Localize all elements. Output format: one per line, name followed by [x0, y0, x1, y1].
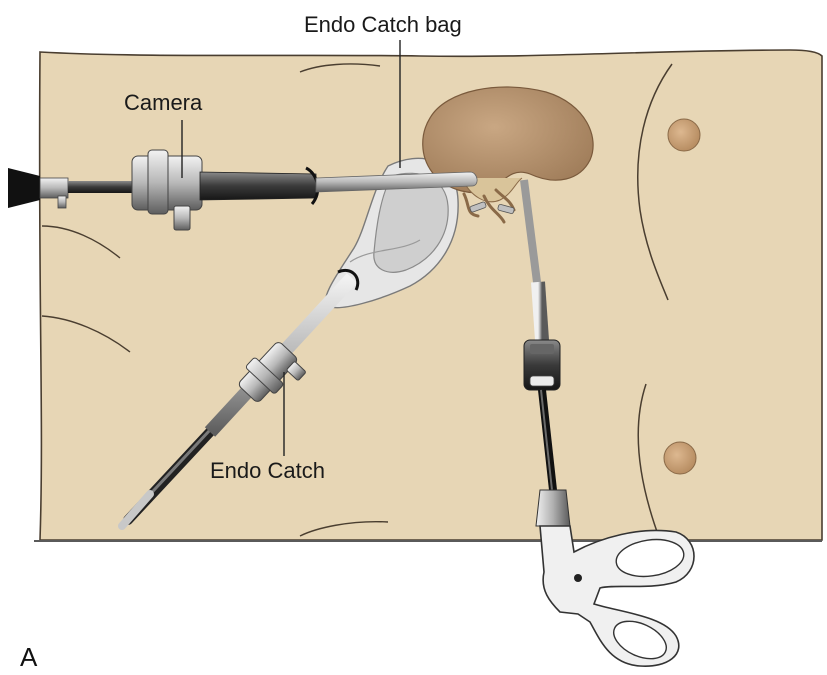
clip-1	[469, 201, 487, 213]
camera-eyepiece-neck	[39, 177, 69, 199]
camera-light-post	[57, 195, 67, 209]
clip-2	[497, 204, 515, 214]
camera-trocar-stopcock	[173, 205, 191, 231]
camera-laparoscope	[8, 149, 478, 231]
camera-scope-inner	[315, 171, 478, 193]
grasper-shaft-highlight	[540, 389, 553, 491]
chest-contour-lower	[637, 383, 661, 541]
bag-rim	[349, 239, 421, 263]
endo-catch-bag	[324, 157, 459, 309]
kidney	[422, 86, 594, 224]
grasper-cannula	[531, 281, 549, 341]
endo-catch-cannula-tip	[337, 269, 360, 291]
camera-trocar-valve	[147, 149, 169, 215]
skin-fold-left-lower	[41, 315, 131, 353]
grasper-pivot	[574, 574, 582, 582]
camera-cannula	[199, 171, 317, 201]
chest-contour-upper	[637, 63, 673, 301]
grasper-instrument	[520, 179, 695, 667]
panel-label: A	[20, 642, 38, 672]
endo-catch-trocar	[238, 342, 306, 402]
endo-catch-tip	[118, 490, 154, 530]
skin-fold-upper	[299, 63, 381, 73]
kidney-hilum	[461, 177, 523, 203]
label-endo-catch-bag: Endo Catch bag	[304, 12, 462, 37]
camera-scope-shaft	[68, 181, 148, 193]
skin-fold-bottom	[299, 520, 389, 537]
grasper-collar	[535, 489, 571, 527]
nipple-upper	[667, 118, 701, 152]
grasper-trocar	[523, 339, 561, 391]
skin-fold-left-upper	[41, 225, 121, 259]
grasper-ring-upper	[615, 538, 685, 578]
endo-catch-instrument	[118, 269, 360, 530]
camera-eyepiece	[8, 168, 40, 208]
grasper-ring-lower	[613, 620, 667, 660]
label-endo-catch: Endo Catch	[210, 458, 325, 483]
nipple-lower	[663, 441, 697, 475]
label-camera: Camera	[124, 90, 203, 115]
grasper-shaft-inner	[520, 179, 542, 291]
